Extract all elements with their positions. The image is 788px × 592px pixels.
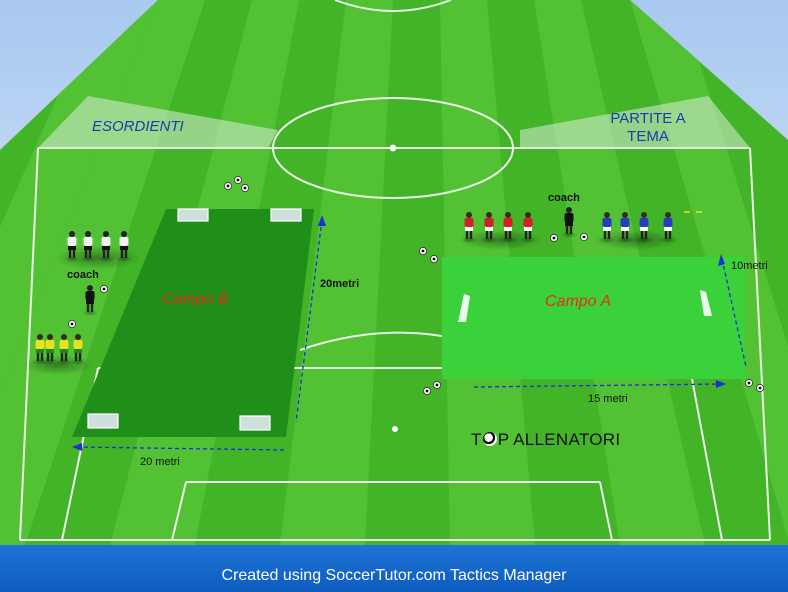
brand-prefix: T bbox=[471, 430, 482, 449]
soccer-ball-icon bbox=[550, 234, 558, 242]
soccer-ball-icon bbox=[241, 184, 249, 192]
coach-right-label: coach bbox=[548, 192, 580, 204]
soccer-ball-icon bbox=[68, 320, 76, 328]
soccer-ball-icon bbox=[430, 255, 438, 263]
soccer-ball-icon bbox=[100, 285, 108, 293]
campo-a-goals bbox=[458, 290, 712, 322]
soccer-ball-icon bbox=[224, 182, 232, 190]
players bbox=[22, 207, 681, 375]
campo-a-width-label: 15 metri bbox=[588, 393, 628, 405]
player-icon bbox=[520, 212, 536, 243]
footer-bar: Created using SoccerTutor.com Tactics Ma… bbox=[0, 545, 788, 592]
soccer-ball-icon bbox=[234, 176, 242, 184]
arrowheads bbox=[72, 215, 726, 451]
soccer-ball-icon bbox=[423, 387, 431, 395]
footer-credit: Created using SoccerTutor.com Tactics Ma… bbox=[221, 567, 567, 584]
goal-icon bbox=[87, 413, 119, 429]
soccer-ball-icon bbox=[756, 384, 764, 392]
esordienti-zone bbox=[38, 96, 278, 148]
brand-suffix: P ALLENATORI bbox=[497, 430, 621, 449]
soccer-ball-icon bbox=[482, 432, 497, 446]
player-icon bbox=[80, 231, 96, 262]
balls bbox=[68, 176, 764, 395]
player-icon bbox=[481, 212, 497, 243]
goal-icon bbox=[177, 208, 209, 222]
campo-a-field bbox=[442, 257, 745, 379]
player-icon bbox=[56, 334, 72, 365]
campo-b-length-label: 20metri bbox=[320, 278, 360, 290]
soccer-ball-icon bbox=[745, 379, 753, 387]
goal-icon bbox=[239, 415, 271, 431]
group-shadow bbox=[22, 355, 94, 375]
campo-b-goals bbox=[87, 208, 302, 431]
player-icon bbox=[116, 231, 132, 262]
player-icon bbox=[617, 212, 633, 243]
partite-line-1: PARTITE A bbox=[610, 110, 686, 127]
partite-zone bbox=[520, 96, 750, 148]
goal-icon bbox=[458, 294, 470, 322]
soccer-ball-icon bbox=[580, 233, 588, 241]
campo-b-label: Campo B bbox=[162, 291, 229, 308]
campo-a-height-label: 10metri bbox=[731, 260, 768, 272]
soccer-ball-icon bbox=[419, 247, 427, 255]
campo-b-width-label: 20 metri bbox=[140, 456, 180, 468]
goal-icon bbox=[700, 290, 712, 316]
player-icon bbox=[42, 334, 58, 365]
campo-b-field bbox=[72, 209, 314, 437]
player-icon bbox=[636, 212, 652, 243]
top-allenatori-logo: T P ALLENATORI bbox=[471, 430, 620, 450]
soccer-ball-icon bbox=[433, 381, 441, 389]
goal-icon bbox=[270, 208, 302, 222]
player-icon bbox=[599, 212, 615, 243]
player-icon bbox=[500, 212, 516, 243]
partite-line-2: TEMA bbox=[627, 128, 669, 145]
player-icon bbox=[64, 231, 80, 262]
dimension-arrows bbox=[76, 219, 747, 451]
esordienti-label: ESORDIENTI bbox=[92, 118, 184, 135]
player-icon bbox=[461, 212, 477, 243]
player-icon bbox=[660, 212, 676, 243]
group-shadow bbox=[54, 246, 142, 270]
coach-left-label: coach bbox=[67, 269, 99, 281]
campo-a-label: Campo A bbox=[545, 293, 612, 310]
player-icon bbox=[82, 285, 98, 316]
partite-a-tema-label: PARTITE A TEMA bbox=[586, 110, 710, 146]
player-icon bbox=[70, 334, 86, 365]
player-icon bbox=[561, 207, 577, 238]
player-icon bbox=[98, 231, 114, 262]
